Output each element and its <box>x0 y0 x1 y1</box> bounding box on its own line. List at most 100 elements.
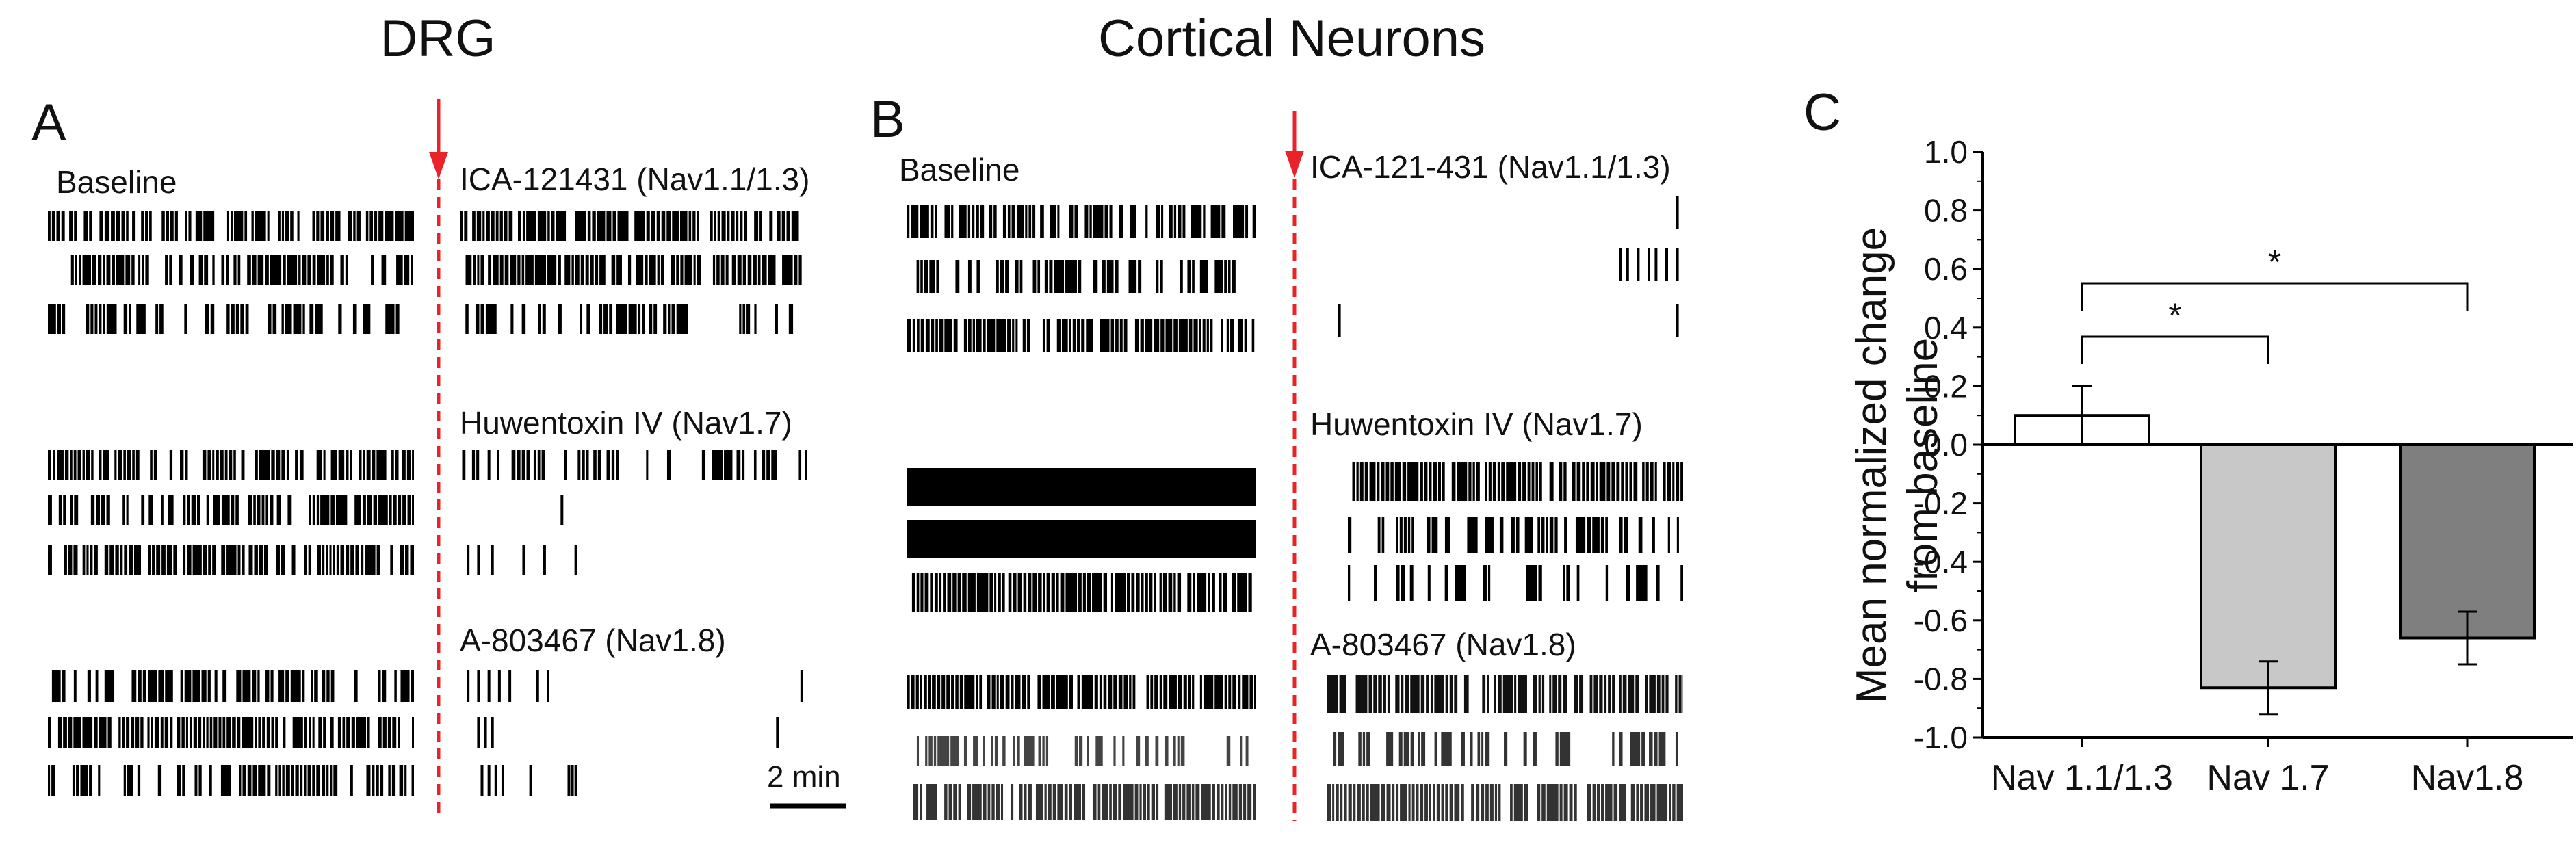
spike <box>270 495 274 525</box>
spike <box>101 495 105 525</box>
spike <box>291 545 296 575</box>
spike <box>1017 573 1022 612</box>
spike <box>746 304 751 334</box>
spike <box>330 670 335 702</box>
spike <box>57 450 64 480</box>
spike <box>476 450 480 480</box>
spike <box>183 545 186 575</box>
spike <box>1199 260 1208 293</box>
spike <box>712 450 723 480</box>
spike <box>775 304 778 334</box>
spike <box>237 717 241 748</box>
spike <box>1449 675 1453 713</box>
spike <box>287 495 292 525</box>
spike <box>1477 732 1481 766</box>
spike <box>190 255 194 285</box>
spike <box>404 765 407 796</box>
spike <box>1178 319 1188 352</box>
spike <box>1165 319 1173 352</box>
spike <box>1000 784 1004 820</box>
spike <box>1150 675 1154 709</box>
spike <box>348 211 352 241</box>
spike <box>99 450 102 480</box>
spike <box>606 211 612 241</box>
spike <box>1433 462 1437 501</box>
spike <box>597 211 606 241</box>
spike <box>731 255 736 285</box>
spike <box>1103 573 1108 612</box>
spike <box>70 255 74 285</box>
spike <box>125 255 131 285</box>
x-tick-label: Nav 1.7 <box>2207 758 2329 798</box>
spike <box>1612 675 1615 713</box>
spike <box>1386 784 1391 821</box>
b-t3-row-2 <box>1333 732 1678 766</box>
spike <box>68 717 73 748</box>
spike <box>556 211 567 241</box>
spike <box>116 255 125 285</box>
spike <box>798 255 802 285</box>
spike <box>1077 675 1080 709</box>
spike <box>1232 260 1236 293</box>
spike <box>1408 784 1411 821</box>
spike <box>1065 260 1077 293</box>
spike <box>295 450 298 480</box>
spike <box>1441 732 1452 766</box>
spike <box>1352 462 1355 501</box>
spike <box>1069 784 1072 820</box>
spike <box>1010 784 1014 820</box>
spike <box>987 319 996 352</box>
spike <box>312 765 315 796</box>
spike <box>1558 675 1562 713</box>
spike <box>1187 573 1192 612</box>
spike <box>537 450 541 480</box>
spike <box>70 450 73 480</box>
spike <box>149 211 152 241</box>
spike <box>1587 517 1591 553</box>
spike <box>96 495 101 525</box>
spike <box>275 765 278 796</box>
spike <box>185 450 188 480</box>
spike <box>968 319 972 352</box>
spike <box>1168 573 1173 612</box>
spike <box>1451 462 1456 501</box>
spike <box>252 255 257 285</box>
spike <box>1022 675 1026 709</box>
spike <box>330 765 333 796</box>
spike <box>508 211 513 241</box>
spike <box>973 736 978 766</box>
panel-a-baseline-label: Baseline <box>56 164 177 200</box>
y-tick-label: -1.0 <box>1914 720 1968 755</box>
spike <box>62 670 66 702</box>
spike <box>1487 565 1491 601</box>
header-cortical-neurons: Cortical Neurons <box>1098 10 1485 68</box>
spike <box>233 450 236 480</box>
spike <box>203 717 205 748</box>
spike <box>800 670 803 702</box>
spike <box>486 211 490 241</box>
spike <box>679 211 688 241</box>
spike <box>222 670 227 702</box>
spike <box>1436 784 1440 821</box>
spike <box>1619 675 1622 713</box>
a-t2-row-3 <box>467 545 577 575</box>
spike <box>599 255 606 285</box>
spike <box>255 211 266 241</box>
spike <box>1658 732 1666 766</box>
spike <box>1386 732 1394 766</box>
spike <box>1136 736 1141 766</box>
spike <box>367 495 372 525</box>
spike <box>493 255 499 285</box>
spike <box>1373 675 1377 713</box>
spike <box>1370 784 1380 821</box>
spike <box>1390 462 1394 501</box>
spike <box>1108 675 1113 709</box>
spike <box>1178 675 1182 709</box>
spike <box>220 765 231 796</box>
spike <box>1199 675 1202 709</box>
spike <box>1253 784 1256 820</box>
spike <box>362 495 366 525</box>
spike <box>628 304 637 334</box>
spike <box>1119 319 1123 352</box>
spike <box>237 255 241 285</box>
